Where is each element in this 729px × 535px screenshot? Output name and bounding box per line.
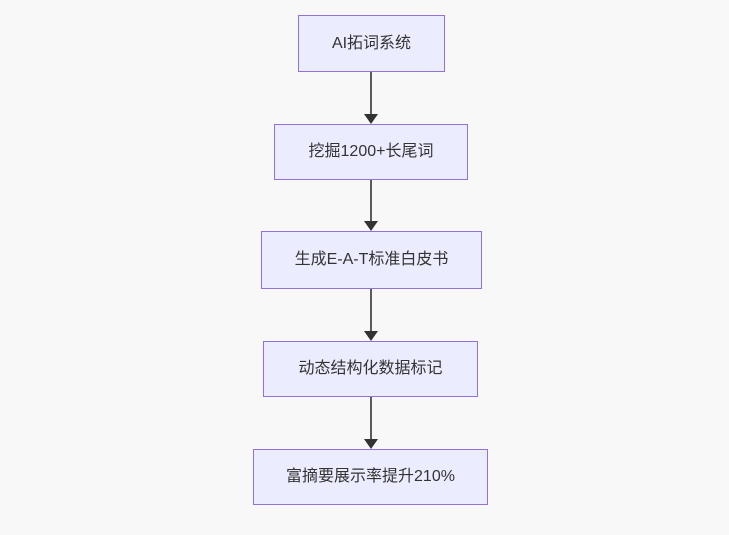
arrowhead-down-icon <box>364 331 378 341</box>
arrow-line <box>370 180 372 221</box>
flow-node-label: 挖掘1200+长尾词 <box>308 143 434 161</box>
flow-node-structured-data: 动态结构化数据标记 <box>263 341 478 397</box>
arrowhead-down-icon <box>364 439 378 449</box>
flow-arrow-3 <box>364 289 378 341</box>
flow-node-label: 生成E-A-T标准白皮书 <box>294 251 449 269</box>
flow-arrow-2 <box>364 180 378 231</box>
flow-arrow-4 <box>364 397 378 449</box>
arrowhead-down-icon <box>364 221 378 231</box>
arrow-line <box>370 397 372 439</box>
flow-node-label: AI拓词系统 <box>331 34 412 52</box>
flow-arrow-1 <box>364 72 378 124</box>
flow-node-rich-snippet-rate: 富摘要展示率提升210% <box>253 449 488 505</box>
flow-node-label: 动态结构化数据标记 <box>298 360 443 378</box>
arrowhead-down-icon <box>364 114 378 124</box>
arrow-line <box>370 72 372 114</box>
arrow-line <box>370 289 372 331</box>
flow-node-label: 富摘要展示率提升210% <box>286 468 455 486</box>
flow-node-eat-whitepaper: 生成E-A-T标准白皮书 <box>261 231 482 289</box>
flow-node-longtail-keywords: 挖掘1200+长尾词 <box>274 124 468 180</box>
flow-node-ai-word-system: AI拓词系统 <box>298 15 445 72</box>
